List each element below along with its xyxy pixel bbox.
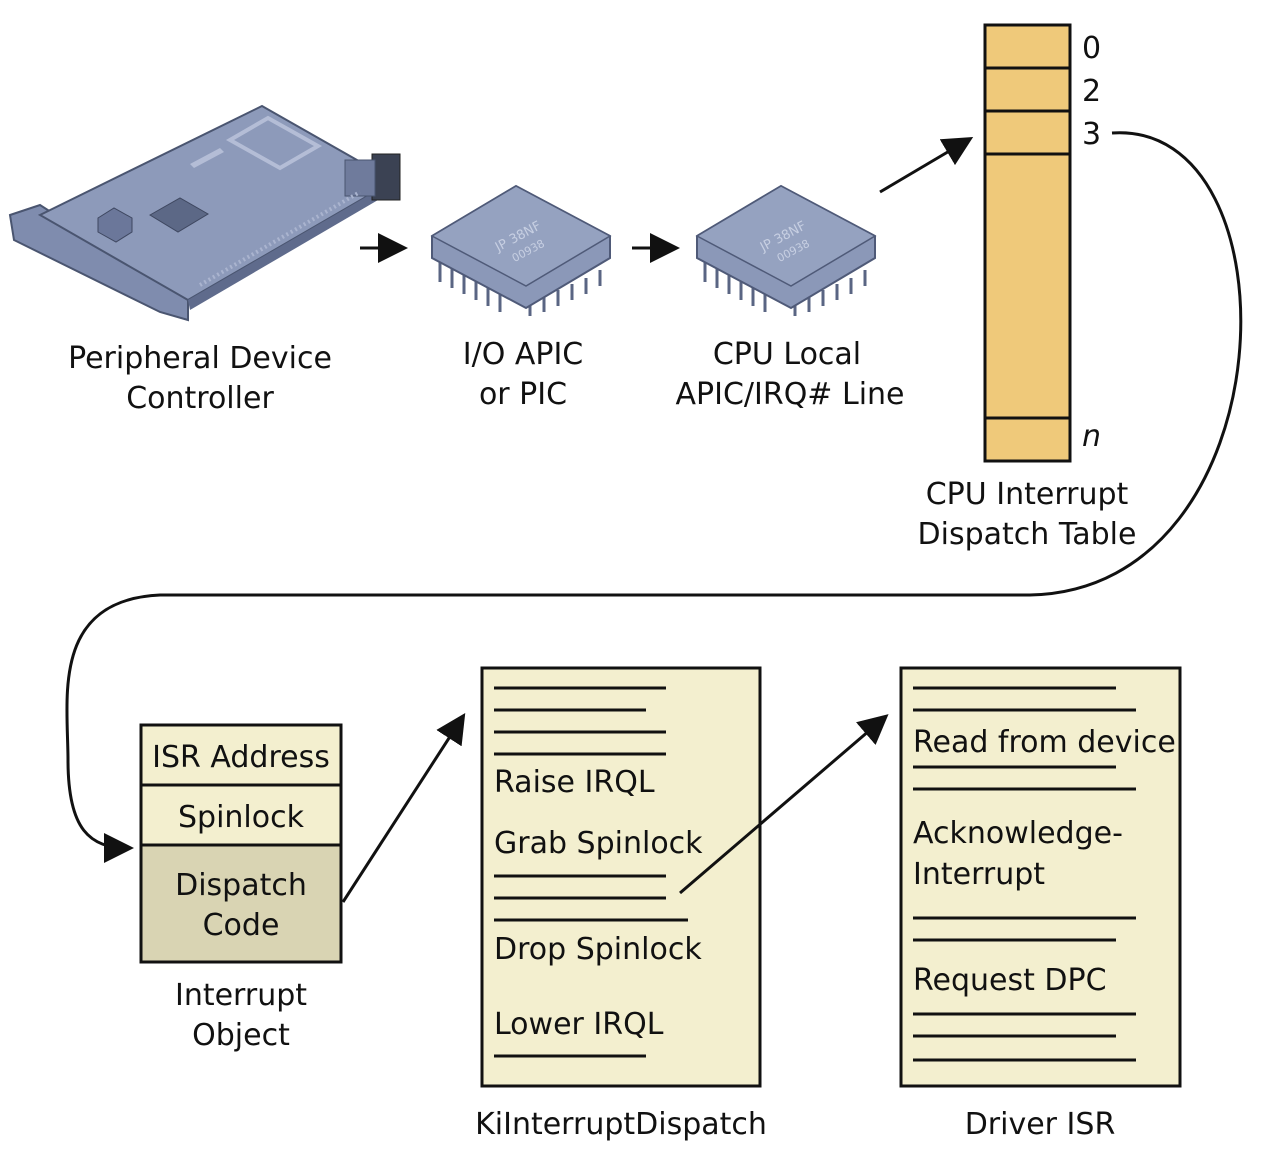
- interrupt-object-code: Code: [203, 908, 280, 943]
- driver-isr-acknowledge: Acknowledge-: [913, 816, 1123, 851]
- cpu-local-label-line2: APIC/IRQ# Line: [675, 377, 904, 412]
- kidispatch-box: [480, 666, 762, 1088]
- io-apic-label-line2: or PIC: [479, 377, 567, 412]
- interrupt-object-dispatch: Dispatch: [175, 868, 307, 903]
- idt-index-n: n: [1082, 419, 1101, 454]
- driver-isr-request-dpc: Request DPC: [913, 963, 1107, 998]
- io-apic-label-line1: I/O APIC: [463, 337, 584, 372]
- idt-index-3: 3: [1082, 117, 1101, 152]
- idt-label-line2: Dispatch Table: [918, 517, 1137, 552]
- idt-table: [983, 23, 1072, 463]
- idt-index-2: 2: [1082, 74, 1101, 109]
- io-apic-chip-icon: JP 38NF 00938: [430, 184, 612, 316]
- arrow-cpulocal-to-idt: [879, 136, 974, 194]
- peripheral-label-line2: Controller: [126, 381, 274, 416]
- interrupt-object-label-line1: Interrupt: [175, 978, 307, 1013]
- cpu-local-apic-chip-icon: JP 38NF 00938: [695, 184, 877, 316]
- driver-isr-label: Driver ISR: [965, 1107, 1116, 1142]
- arrow-object-to-kidispatch: [341, 712, 466, 903]
- peripheral-card-icon: [8, 104, 401, 322]
- idt-index-0: 0: [1082, 31, 1101, 66]
- interrupt-object-isr-address: ISR Address: [152, 740, 330, 775]
- interrupt-object-spinlock: Spinlock: [178, 800, 305, 835]
- driver-isr-read-from-device: Read from device: [913, 725, 1176, 760]
- driver-isr-box: [899, 666, 1182, 1088]
- interrupt-object-label-line2: Object: [192, 1018, 290, 1053]
- kidispatch-grab-spinlock: Grab Spinlock: [494, 826, 703, 861]
- idt-label-line1: CPU Interrupt: [926, 477, 1129, 512]
- peripheral-label-line1: Peripheral Device: [68, 341, 332, 376]
- cpu-local-label-line1: CPU Local: [713, 337, 861, 372]
- driver-isr-interrupt: Interrupt: [913, 857, 1045, 892]
- arrow-idt-to-interrupt-object: [65, 131, 1243, 863]
- arrow-kidispatch-to-driver-isr: [679, 714, 889, 895]
- interrupt-object-box: [139, 723, 343, 964]
- kidispatch-drop-spinlock: Drop Spinlock: [494, 932, 702, 967]
- kidispatch-label: KiInterruptDispatch: [475, 1107, 767, 1142]
- kidispatch-lower-irql: Lower IRQL: [494, 1007, 664, 1042]
- kidispatch-raise-irql: Raise IRQL: [494, 765, 655, 800]
